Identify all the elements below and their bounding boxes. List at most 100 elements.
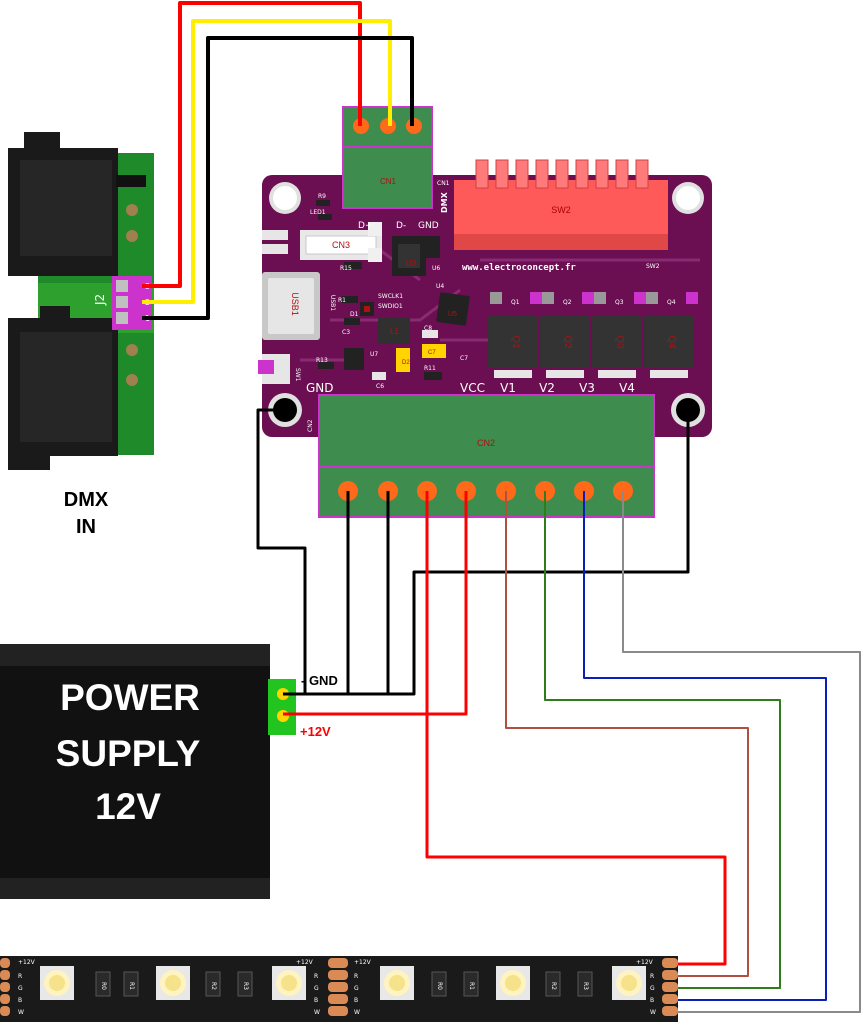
silk-vcc: VCC bbox=[460, 381, 485, 395]
wire-channel-w bbox=[622, 491, 861, 1013]
inductor-l1-label: L1 bbox=[390, 327, 399, 336]
silk-dplus: D+ bbox=[358, 221, 372, 231]
strip-pin-b-d: B bbox=[650, 997, 654, 1004]
usb1-silk: USB1 bbox=[329, 295, 336, 311]
controller-board: SW2 SW2 www.electroconcept.fr DMX CN1 US… bbox=[258, 159, 712, 437]
silk-r11: R11 bbox=[424, 365, 436, 372]
strip-pin-b-b: B bbox=[314, 997, 318, 1004]
strip-pin-g-a: G bbox=[18, 985, 23, 992]
mosfet-q2: Q2 bbox=[562, 335, 573, 349]
strip-r0-a: R0 bbox=[100, 982, 107, 990]
cn1-label: CN1 bbox=[380, 177, 397, 186]
terminal-cn1[interactable]: CN1 bbox=[342, 106, 433, 209]
silk-u4: U4 bbox=[436, 283, 444, 290]
silk-swclk: SWCLK1 bbox=[378, 293, 403, 300]
wires bbox=[142, 1, 861, 1013]
strip-pin-w-a: W bbox=[18, 1009, 24, 1016]
psu-label-line3: 12V bbox=[95, 786, 161, 827]
silk-r13: R13 bbox=[316, 357, 328, 364]
strip-12v-c: +12V bbox=[354, 959, 372, 966]
strip-pin-g-c: G bbox=[354, 985, 359, 992]
chip-u4 bbox=[436, 292, 470, 326]
strip-12v-a: +12V bbox=[18, 959, 36, 966]
silk-q1: Q1 bbox=[511, 299, 520, 306]
channel-v2: V2 bbox=[539, 381, 555, 395]
silk-gnd-bottom: GND bbox=[306, 381, 334, 395]
terminal-cn2[interactable]: CN2 bbox=[318, 394, 655, 518]
psu-12v-label: +12V bbox=[300, 724, 331, 739]
silk-c3: C3 bbox=[342, 329, 350, 336]
led-strip: R0 R1 R2 R3 R0 R1 R2 R3 +12V +12V +12V +… bbox=[0, 956, 678, 1022]
strip-12v-d: +12V bbox=[636, 959, 654, 966]
channel-v1: V1 bbox=[500, 381, 516, 395]
wire-channel-r bbox=[505, 491, 749, 977]
mosfet-array: Q1 Q2 Q3 Q4 Q1 Q2 Q3 Q4 bbox=[488, 292, 698, 378]
strip-pin-g-b: G bbox=[314, 985, 319, 992]
cap-c7-label: C7 bbox=[428, 350, 436, 356]
strip-pin-r-d: R bbox=[650, 973, 654, 980]
strip-r1-a: R1 bbox=[128, 982, 135, 990]
dip-switch-sw2[interactable]: SW2 bbox=[454, 159, 668, 250]
dmx-input-connector: J2 3 2 1 bbox=[8, 132, 154, 470]
dmx-label-line2: IN bbox=[76, 516, 96, 538]
chip-u5-label: U5 bbox=[448, 311, 457, 318]
silk-swdio: SWDIO1 bbox=[378, 303, 403, 310]
silk-q2: Q2 bbox=[563, 299, 572, 306]
strip-r3-a: R3 bbox=[242, 982, 249, 990]
silk-d1: D1 bbox=[350, 311, 359, 318]
strip-pin-w-b: W bbox=[314, 1009, 320, 1016]
smd-components bbox=[258, 200, 470, 384]
silk-r1: R1 bbox=[338, 297, 346, 304]
strip-r2-a: R2 bbox=[210, 982, 217, 990]
strip-pin-w-d: W bbox=[650, 1009, 656, 1016]
silk-c7: C7 bbox=[460, 355, 468, 362]
strip-r1-b: R1 bbox=[468, 982, 475, 990]
channel-v4: V4 bbox=[619, 381, 635, 395]
j2-label: J2 bbox=[93, 294, 107, 306]
strip-pin-b-c: B bbox=[354, 997, 358, 1004]
strip-pin-b-a: B bbox=[18, 997, 22, 1004]
strip-12v-b: +12V bbox=[296, 959, 314, 966]
channel-v3: V3 bbox=[579, 381, 595, 395]
silk-sw1: SW1 bbox=[294, 368, 301, 382]
silk-r9: R9 bbox=[318, 193, 326, 200]
silk-r15: R15 bbox=[340, 265, 352, 272]
dmx-label-line1: DMX bbox=[64, 489, 109, 511]
psu-terminal[interactable] bbox=[268, 679, 296, 735]
silk-led1: LED1 bbox=[310, 209, 326, 216]
sw2-silk: SW2 bbox=[646, 263, 660, 270]
strip-pin-r-b: R bbox=[314, 973, 318, 980]
strip-r0-b: R0 bbox=[436, 982, 443, 990]
led-chips bbox=[40, 966, 646, 1000]
cn1-silk: CN1 bbox=[437, 180, 450, 187]
strip-pin-r-c: R bbox=[354, 973, 358, 980]
mosfet-q3: Q3 bbox=[614, 335, 625, 349]
psu-gnd-label: - GND bbox=[301, 673, 338, 688]
silk-q4: Q4 bbox=[667, 299, 676, 306]
cn3-connector: CN3 bbox=[300, 230, 382, 260]
strip-pin-w-c: W bbox=[354, 1009, 360, 1016]
diode-d2-label: D2 bbox=[402, 360, 410, 366]
cn3-label: CN3 bbox=[332, 240, 350, 250]
silk-u6: U6 bbox=[432, 265, 440, 272]
silk-c8: C8 bbox=[424, 325, 432, 332]
wire-dmx-yellow bbox=[142, 19, 392, 304]
cn2-label: CN2 bbox=[477, 438, 495, 448]
silk-gnd-top: GND bbox=[418, 221, 439, 231]
inductor-l1 bbox=[378, 318, 410, 344]
strip-pin-r-a: R bbox=[18, 973, 22, 980]
chip-u3-label: U3 bbox=[406, 259, 417, 268]
sw2-label: SW2 bbox=[551, 205, 571, 215]
wire-dmx-red bbox=[142, 1, 362, 288]
mosfet-q4: Q4 bbox=[666, 335, 677, 349]
silk-q3: Q3 bbox=[615, 299, 624, 306]
psu-label-line1: POWER bbox=[60, 677, 200, 718]
wire-gnd-vcc-hole bbox=[283, 410, 690, 696]
psu-label-line2: SUPPLY bbox=[56, 733, 201, 774]
strip-r2-b: R2 bbox=[550, 982, 557, 990]
board-url: www.electroconcept.fr bbox=[462, 263, 576, 273]
wire-channel-g bbox=[544, 491, 781, 989]
usb-c-connector[interactable]: USB1 bbox=[262, 272, 320, 340]
silk-dminus: D- bbox=[396, 221, 406, 231]
